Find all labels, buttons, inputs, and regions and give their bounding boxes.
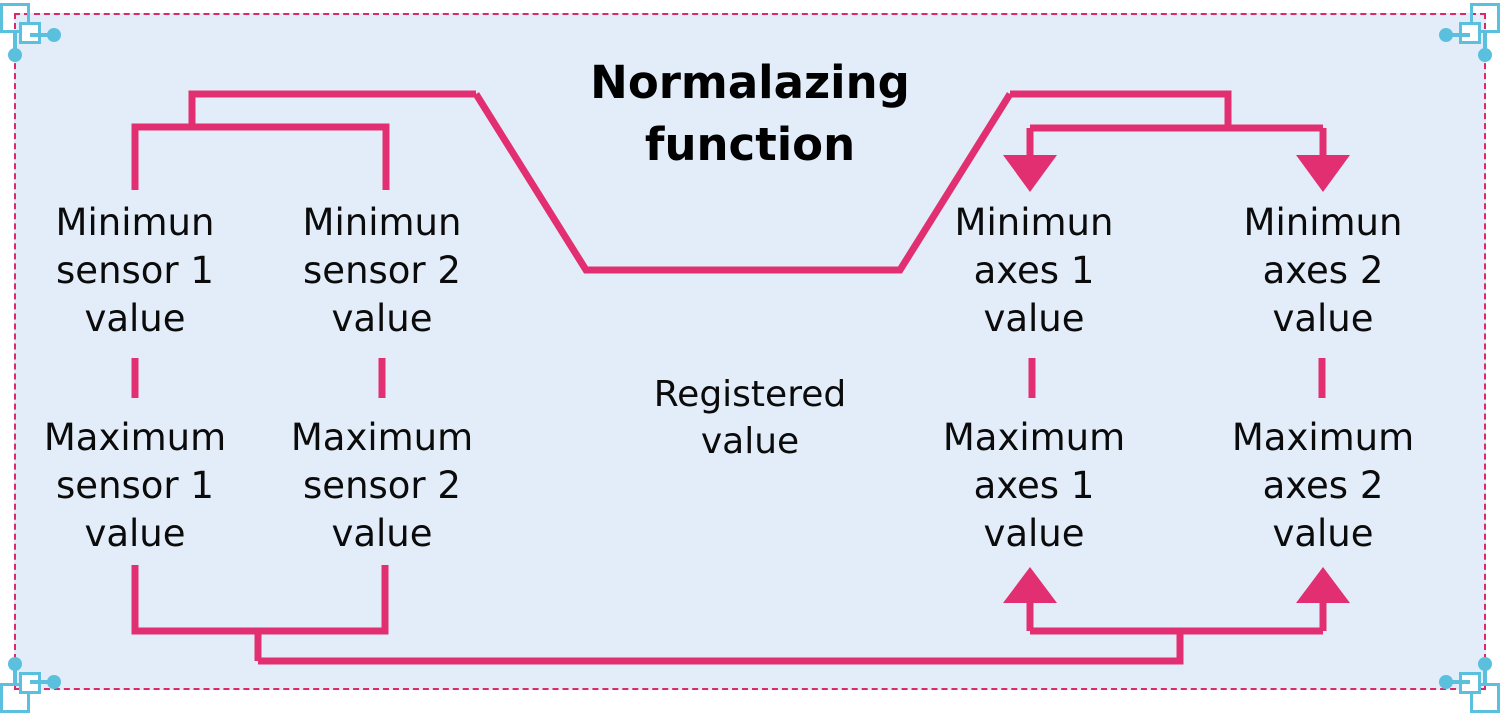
node-max-sensor-1[interactable]: Maximum sensor 1 value — [43, 416, 227, 555]
node-min-axes-1[interactable]: Minimun axes 1 value — [954, 201, 1114, 340]
page-title: Normalazing function — [590, 56, 910, 171]
node-registered-value[interactable]: Registered value — [653, 374, 847, 462]
node-min-sensor-1[interactable]: Minimun sensor 1 value — [55, 201, 215, 340]
node-min-axes-2[interactable]: Minimun axes 2 value — [1243, 201, 1403, 340]
node-max-axes-1[interactable]: Maximum axes 1 value — [942, 416, 1126, 555]
node-max-axes-2[interactable]: Maximum axes 2 value — [1231, 416, 1415, 555]
node-min-sensor-2[interactable]: Minimun sensor 2 value — [302, 201, 462, 340]
node-max-sensor-2[interactable]: Maximum sensor 2 value — [290, 416, 474, 555]
